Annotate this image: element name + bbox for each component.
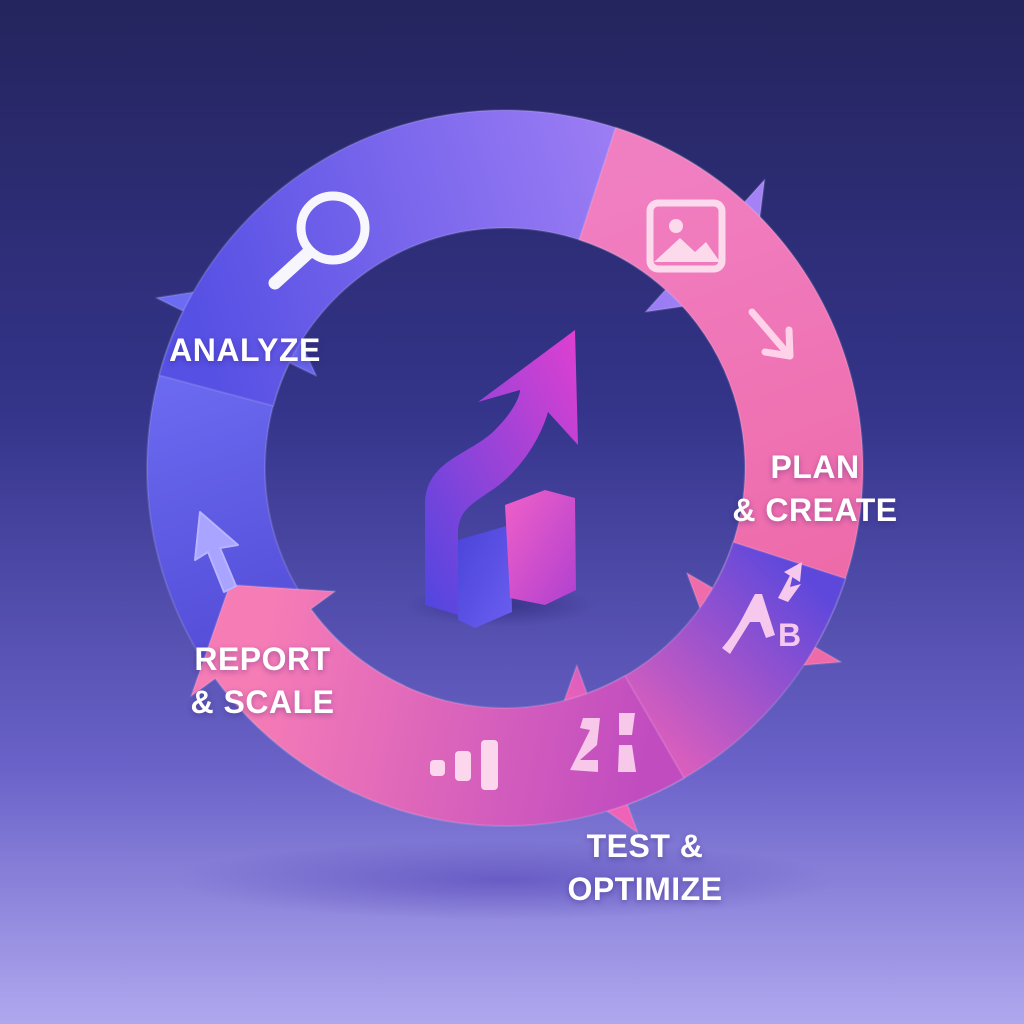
stage-label-analyze: ANALYZE	[150, 329, 340, 372]
label-line: REPORT	[194, 641, 331, 677]
label-line: & SCALE	[190, 684, 335, 720]
arrow-down-right-icon	[748, 308, 794, 360]
growth-chart-icon	[405, 330, 595, 628]
label-line: PLAN	[770, 449, 860, 485]
ring-shadow	[175, 840, 835, 920]
image-icon	[646, 199, 726, 273]
label-line: & CREATE	[732, 492, 898, 528]
cursor-icon	[194, 511, 239, 593]
stage-label-plan: PLAN & CREATE	[720, 446, 910, 532]
magnifier-icon	[268, 191, 370, 290]
ring-segment-report	[190, 583, 685, 827]
label-line: TEST &	[586, 828, 704, 864]
stage-label-report: REPORT & SCALE	[165, 638, 360, 724]
label-line: ANALYZE	[169, 332, 321, 368]
flask-icon	[570, 713, 636, 772]
svg-text:B: B	[778, 617, 801, 653]
bar-chart-icon	[430, 740, 498, 790]
stage-label-test: TEST & OPTIMIZE	[545, 825, 745, 911]
ab-test-icon: B	[722, 562, 802, 654]
label-line: OPTIMIZE	[567, 871, 723, 907]
